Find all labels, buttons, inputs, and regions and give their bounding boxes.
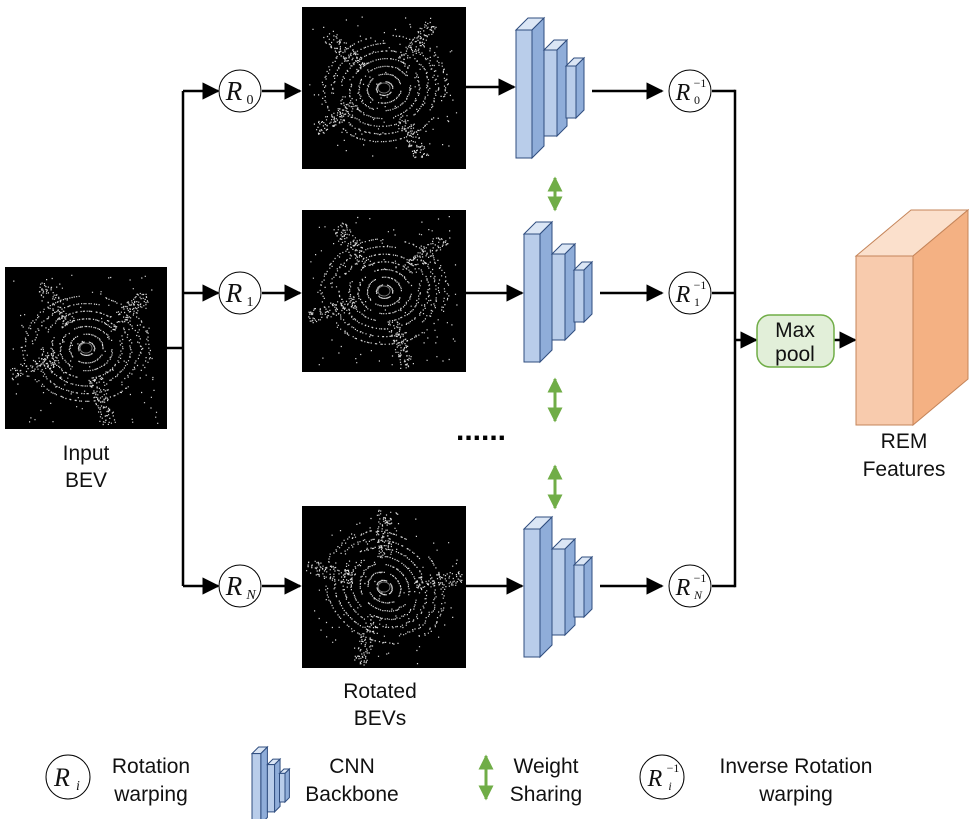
cnn-layer-side [575,56,585,120]
rem-label-line2: Features [863,458,946,481]
rotation-n-symbol: R [225,571,243,601]
bev-ego-vehicle [377,82,391,94]
rotation-1-symbol: R [225,278,243,308]
legend-cnn-line2: Backbone [305,783,398,806]
cnn-layer-side [284,767,290,804]
rem-label-line1: REM [881,430,928,453]
rotation-node-n: R N [218,564,262,608]
legend-inverse-line2: warping [758,783,833,806]
inverse-rotation-1-superscript: −1 [694,278,707,292]
legend-weight-line2: Sharing [510,783,582,806]
maxpool-box: Max pool [756,314,835,368]
inverse-rotation-1-symbol: R [675,282,691,308]
legend-inverse-sub: i [668,779,671,793]
cnn-layer-front [266,764,276,813]
rotated-bev-0 [302,7,466,169]
maxpool-line2: pool [775,343,815,366]
cnn-layer-front [551,253,566,341]
cnn-backbone-0 [514,16,586,160]
cnn-layer-side [539,515,553,659]
ellipsis: ...... [456,414,506,447]
inverse-rotation-0-subscript: 0 [694,93,700,107]
rotation-0-symbol: R [225,76,243,106]
bev-ego-vehicle [79,342,93,354]
cnn-layer-front [565,65,577,119]
cnn-layer-side [539,220,553,364]
inverse-rotation-0-symbol: R [675,80,691,106]
legend-inverse-symbol: R i −1 [639,754,685,800]
cnn-layer-front [543,49,558,137]
rotation-node-1: R 1 [218,271,262,315]
cnn-layer-front [573,564,585,618]
legend-rotation-line2: warping [113,783,188,806]
rotated-label-line1: Rotated [343,680,417,703]
cnn-layer-front [279,772,286,803]
inverse-rotation-n-subscript: N [693,588,703,602]
inverse-rotation-n-superscript: −1 [694,571,707,585]
rotated-bev-n [302,506,466,668]
rotation-0-subscript: 0 [247,93,254,108]
bev-ego-vehicle [377,285,391,297]
cnn-backbone-1 [522,220,594,364]
rotated-label-line2: BEVs [354,707,407,730]
inverse-rotation-node-1: R 1 −1 [668,271,712,315]
cnn-layer-front [515,29,533,159]
cnn-layer-side [583,555,593,619]
cnn-layer-front [251,753,262,819]
inverse-rotation-n-symbol: R [675,575,691,601]
legend-inverse-sym: R [647,766,663,792]
rotated-bev-1 [302,210,466,372]
cnn-backbone-n [522,515,594,659]
cnn-layer-side [260,745,268,819]
cnn-layer-front [551,548,566,636]
cnn-layer-side [583,260,593,324]
cnn-layer-front [523,528,541,658]
legend-inverse-line1: Inverse Rotation [720,755,873,778]
input-label-line1: Input [63,442,110,465]
cnn-layer-side [531,16,545,160]
legend-inverse-sup: −1 [667,761,680,775]
branch-connectors [167,78,857,595]
rotation-1-subscript: 1 [247,295,254,310]
input-label-line2: BEV [65,469,107,492]
bev-ego-vehicle [377,581,391,593]
rotation-node-0: R 0 [218,69,262,113]
inverse-rotation-node-0: R 0 −1 [668,69,712,113]
bev-point-cloud [10,274,159,426]
cnn-layer-front [523,233,541,363]
legend: R i Rotation warping CNN Backbone Weight… [45,745,873,819]
inverse-rotation-node-n: R N −1 [668,564,712,608]
legend-cnn-icon [250,745,291,819]
legend-rotation-sub: i [76,779,80,794]
legend-rotation-line1: Rotation [112,755,190,778]
inverse-rotation-1-subscript: 1 [694,295,700,309]
legend-rotation-sym: R [53,763,70,792]
inverse-rotation-0-superscript: −1 [694,76,707,90]
legend-rotation-symbol: R i [45,754,91,800]
rem-features-block [854,208,969,427]
rotation-n-subscript: N [245,588,256,603]
legend-cnn-line1: CNN [329,755,375,778]
maxpool-line1: Max [775,319,815,342]
cnn-layer-front [573,269,585,323]
input-bev-image [5,267,167,429]
legend-weight-line1: Weight [514,755,579,778]
bev-point-cloud [308,216,458,369]
